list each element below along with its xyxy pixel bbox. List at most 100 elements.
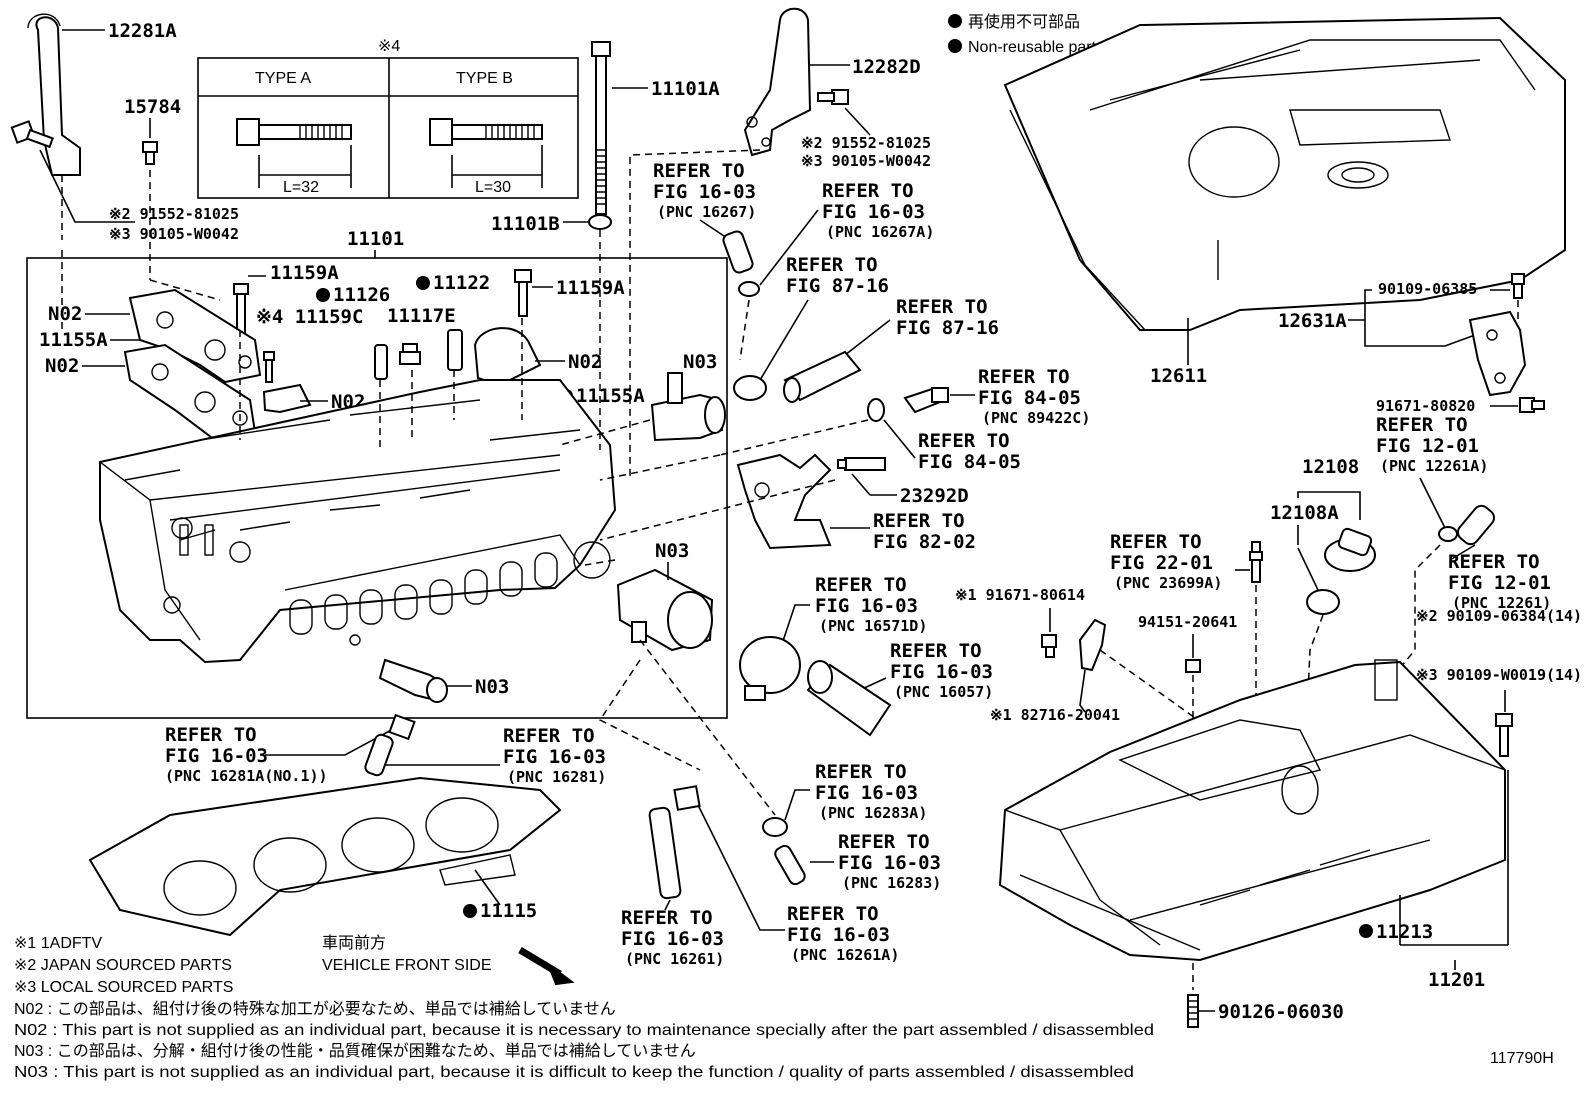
part-label-90109-W0019: ※3 90109-W0019(14) xyxy=(1416,666,1582,684)
cylinder-head-body xyxy=(99,379,617,664)
svg-text:FIG 16-03: FIG 16-03 xyxy=(822,201,925,223)
svg-text:FIG 16-03: FIG 16-03 xyxy=(838,852,941,874)
svg-text:REFER TO: REFER TO xyxy=(822,180,914,202)
bolt-91671-80820 xyxy=(1519,397,1545,413)
part-label-94151-20641: 94151-20641 xyxy=(1138,613,1237,631)
svg-text:(PNC 16571D): (PNC 16571D) xyxy=(819,617,927,635)
refer-block-87-16-b: REFER TO FIG 87-16 xyxy=(896,296,999,339)
svg-text:(PNC 16057): (PNC 16057) xyxy=(894,683,993,701)
part-label-12108A: 12108A xyxy=(1270,502,1339,524)
part-label-11159A-2: 11159A xyxy=(556,277,625,299)
svg-text:REFER TO: REFER TO xyxy=(503,725,595,747)
part-label-11126: 11126 xyxy=(333,284,390,306)
legend-en: Non-reusable part xyxy=(968,39,1097,56)
svg-text:(PNC 16281): (PNC 16281) xyxy=(507,768,606,786)
hose-16261 xyxy=(648,806,682,900)
head-gasket-11115 xyxy=(88,776,562,937)
part-label-n03-3: N03 xyxy=(475,676,509,698)
svg-text:REFER TO: REFER TO xyxy=(787,903,879,925)
bolt-91671-80614 xyxy=(1041,634,1057,658)
bracket-82-02 xyxy=(736,453,832,550)
svg-text:REFER TO: REFER TO xyxy=(873,510,965,532)
refer-block-16283A: REFER TO FIG 16-03 (PNC 16283A) xyxy=(815,761,927,822)
clamp-16571D xyxy=(739,636,801,701)
temp-sensor-89422C xyxy=(903,386,949,414)
refer-block-16261A: REFER TO FIG 16-03 (PNC 16261A) xyxy=(787,903,899,964)
bolt-11159A-1 xyxy=(233,283,249,335)
svg-text:REFER TO: REFER TO xyxy=(1110,531,1202,553)
figure-id: 117790H xyxy=(1490,1050,1554,1067)
washer-11101B xyxy=(588,214,612,230)
footnote-1: ※1 1ADFTV xyxy=(14,935,102,952)
svg-text:REFER TO: REFER TO xyxy=(1376,414,1468,436)
part-label-11122: 11122 xyxy=(433,272,490,294)
part-label-11101A: 11101A xyxy=(651,78,720,100)
svg-text:FIG 16-03: FIG 16-03 xyxy=(815,782,918,804)
svg-text:REFER TO: REFER TO xyxy=(165,724,257,746)
part-label-23292D: 23292D xyxy=(900,485,969,507)
refer-block-12261A: REFER TO FIG 12-01 (PNC 12261A) xyxy=(1376,414,1488,475)
bolt-type-a-illustration xyxy=(236,118,352,188)
svg-text:FIG 84-05: FIG 84-05 xyxy=(978,387,1081,409)
svg-text:REFER TO: REFER TO xyxy=(1448,551,1540,573)
part-label-12281A: 12281A xyxy=(108,20,177,42)
svg-text:(PNC 12261): (PNC 12261) xyxy=(1452,594,1551,612)
part-label-bolt-b-2: ※3 90105-W0042 xyxy=(801,152,931,170)
part-label-11201: 11201 xyxy=(1428,969,1485,991)
svg-text:FIG 16-03: FIG 16-03 xyxy=(621,928,724,950)
svg-text:REFER TO: REFER TO xyxy=(978,366,1070,388)
cylinder-head-group-frame xyxy=(26,257,728,719)
front-side-jp: 車両前方 xyxy=(322,934,386,952)
footnotes: ※1 1ADFTV ※2 JAPAN SOURCED PARTS ※3 LOCA… xyxy=(14,934,1554,1081)
hose-12261 xyxy=(1456,504,1496,546)
part-label-bolt-a-2: ※3 90105-W0042 xyxy=(109,225,239,243)
stud-23699A xyxy=(1249,541,1263,583)
part-label-82716-20041: ※1 82716-20041 xyxy=(990,706,1120,724)
part-label-n02-1: N02 xyxy=(48,303,82,325)
bolt-11159A-2 xyxy=(514,269,532,317)
part-label-11155A-1: 11155A xyxy=(39,329,108,351)
bolt-90109-06385 xyxy=(1511,273,1525,299)
refer-block-16281A: REFER TO FIG 16-03 (PNC 16281A(NO.1)) xyxy=(165,724,328,785)
svg-text:FIG 16-03: FIG 16-03 xyxy=(787,924,890,946)
refer-block-12261: REFER TO FIG 12-01 (PNC 12261) xyxy=(1448,551,1551,612)
part-label-12108: 12108 xyxy=(1302,456,1359,478)
hose-16283 xyxy=(774,844,806,886)
svg-text:(PNC 16283A): (PNC 16283A) xyxy=(819,804,927,822)
stud-90126-06030 xyxy=(1187,994,1199,1028)
svg-text:FIG 16-03: FIG 16-03 xyxy=(890,661,993,683)
part-label-n03-1: N03 xyxy=(683,351,717,373)
svg-text:(PNC 16283): (PNC 16283) xyxy=(842,874,941,892)
svg-text:(PNC 23699A): (PNC 23699A) xyxy=(1114,574,1222,592)
svg-text:FIG 22-01: FIG 22-01 xyxy=(1110,552,1213,574)
nut-94151-20641 xyxy=(1185,659,1201,673)
refer-block-16261: REFER TO FIG 16-03 (PNC 16261) xyxy=(621,907,724,968)
part-label-n02-4: N02 xyxy=(568,351,602,373)
svg-text:(PNC 16267A): (PNC 16267A) xyxy=(826,223,934,241)
part-label-11159C: ※4 11159C xyxy=(256,306,363,328)
non-reusable-dot-icon xyxy=(948,39,962,53)
cap-gasket-12108A xyxy=(1306,589,1340,615)
front-side-en: VEHICLE FRONT SIDE xyxy=(322,957,492,974)
note-n02-en: N02 : This part is not supplied as an in… xyxy=(14,1022,1154,1039)
part-label-11117E: 11117E xyxy=(387,305,456,327)
refer-block-89422C: REFER TO FIG 84-05 (PNC 89422C) xyxy=(978,366,1090,427)
fitting-16261A xyxy=(673,785,701,811)
part-label-90126-06030: 90126-06030 xyxy=(1218,1001,1344,1023)
plug-15784 xyxy=(142,141,158,165)
cam-cap-n02-4 xyxy=(473,327,542,387)
part-label-12631A: 12631A xyxy=(1278,310,1347,332)
part-label-91671-80614: ※1 91671-80614 xyxy=(955,586,1085,604)
engine-hanger-12282D xyxy=(743,7,812,157)
svg-text:REFER TO: REFER TO xyxy=(896,296,988,318)
plug-11122 xyxy=(399,343,421,365)
svg-text:REFER TO: REFER TO xyxy=(815,761,907,783)
bracket-12631A xyxy=(1468,310,1527,397)
part-label-12611: 12611 xyxy=(1150,365,1207,387)
bolt-90109-06384 xyxy=(1495,713,1513,757)
svg-text:(PNC 16267): (PNC 16267) xyxy=(657,203,756,221)
hose-16267 xyxy=(722,230,754,274)
refer-block-23699A: REFER TO FIG 22-01 (PNC 23699A) xyxy=(1110,531,1222,592)
type-box-marker: ※4 xyxy=(378,38,400,55)
refer-block-82-02: REFER TO FIG 82-02 xyxy=(873,510,976,553)
